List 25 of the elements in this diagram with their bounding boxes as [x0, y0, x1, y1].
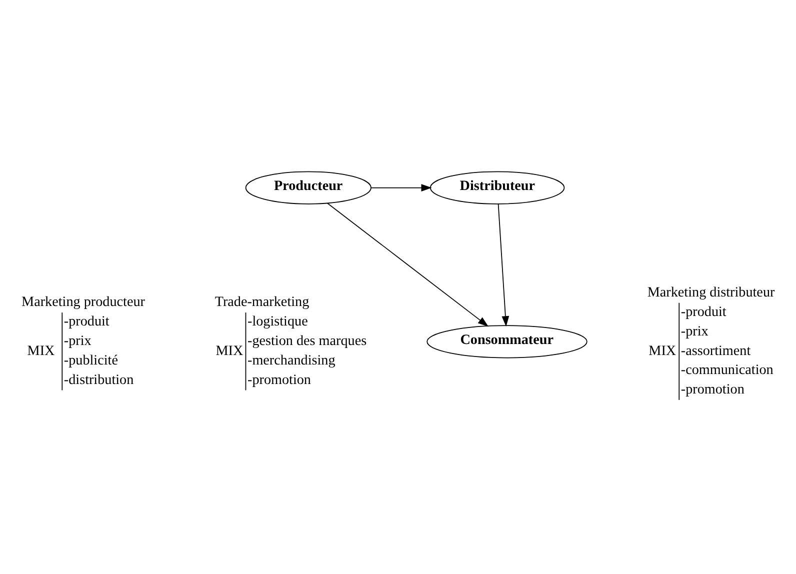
node-ellipse: Consommateur [426, 324, 588, 358]
label: -promotion [680, 381, 744, 398]
label: -publicité [64, 352, 118, 368]
label: -produit [680, 303, 726, 320]
arrow [327, 202, 488, 326]
label: -communication [680, 362, 774, 378]
label: -gestion des marques [248, 332, 367, 349]
label: Trade-marketing [214, 294, 310, 310]
label: Marketing producteur [22, 294, 145, 310]
label: Marketing distributeur [647, 284, 775, 300]
arrow [370, 184, 432, 191]
label: -assortiment [680, 342, 751, 358]
label: -promotion [248, 371, 312, 388]
label: MIX [27, 342, 55, 358]
arrow [498, 203, 510, 326]
node-ellipse: Distributeur [430, 170, 565, 204]
node-ellipse: Producteur [245, 170, 372, 204]
label: -prix [680, 322, 708, 339]
label: -logistique [248, 313, 308, 330]
label: -merchandising [248, 352, 336, 368]
label: MIX [648, 342, 676, 358]
label: MIX [216, 342, 244, 358]
label: -prix [64, 332, 92, 349]
label: -produit [64, 313, 110, 330]
label: -distribution [64, 371, 134, 388]
